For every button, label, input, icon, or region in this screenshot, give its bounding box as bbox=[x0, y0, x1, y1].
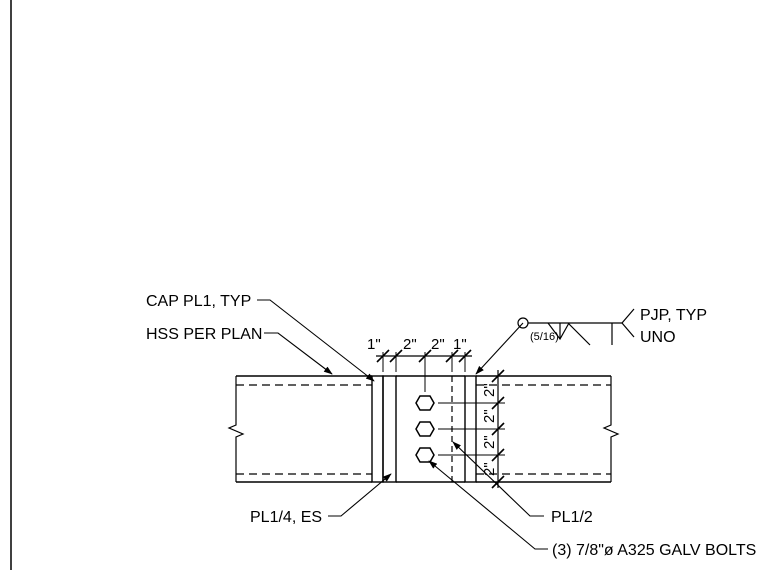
dim-h-2: 2" bbox=[403, 336, 417, 353]
horizontal-dimension-line bbox=[376, 349, 472, 363]
dim-h-1: 1" bbox=[367, 336, 381, 353]
shear-plate-label: PL1/4, ES bbox=[250, 509, 322, 526]
shear-plate bbox=[382, 375, 397, 483]
weld-symbol-icon bbox=[517, 308, 635, 346]
dim-v-3: 2" bbox=[481, 435, 498, 449]
dim-v-2: 2" bbox=[481, 409, 498, 423]
vertical-extension-lines bbox=[438, 375, 505, 483]
bolts-label: (3) 7/8"ø A325 GALV BOLTS bbox=[552, 542, 756, 559]
bolts-leader bbox=[428, 460, 548, 550]
dim-v-1: 2" bbox=[481, 383, 498, 397]
hex-bolt-icon bbox=[415, 421, 435, 437]
weld-size-label: (5/16) bbox=[530, 331, 559, 343]
cap-plate-leader bbox=[257, 299, 375, 382]
splice-plate-leader bbox=[452, 441, 544, 517]
hex-bolt-icon bbox=[415, 447, 435, 463]
weld-note-line2: UNO bbox=[640, 329, 676, 346]
hss-leader bbox=[264, 332, 333, 375]
vertical-dimension-line bbox=[491, 369, 505, 489]
hss-label: HSS PER PLAN bbox=[146, 326, 262, 343]
break-line-icon bbox=[602, 376, 620, 482]
hss-left bbox=[236, 375, 372, 483]
cap-plate-left bbox=[371, 375, 384, 483]
weld-leader bbox=[475, 322, 524, 375]
break-line-icon bbox=[227, 376, 245, 482]
cap-plate-label: CAP PL1, TYP bbox=[146, 293, 251, 310]
hex-bolt-icon bbox=[415, 395, 435, 411]
shear-plate-leader bbox=[328, 473, 392, 517]
dim-h-3: 2" bbox=[431, 336, 445, 353]
dim-h-4: 1" bbox=[453, 336, 467, 353]
leader-lines bbox=[257, 299, 548, 550]
weld-note-line1: PJP, TYP bbox=[640, 307, 707, 324]
splice-plate-label: PL1/2 bbox=[551, 509, 593, 526]
dim-v-4: 2" bbox=[481, 462, 498, 476]
bolt-group bbox=[415, 395, 435, 463]
